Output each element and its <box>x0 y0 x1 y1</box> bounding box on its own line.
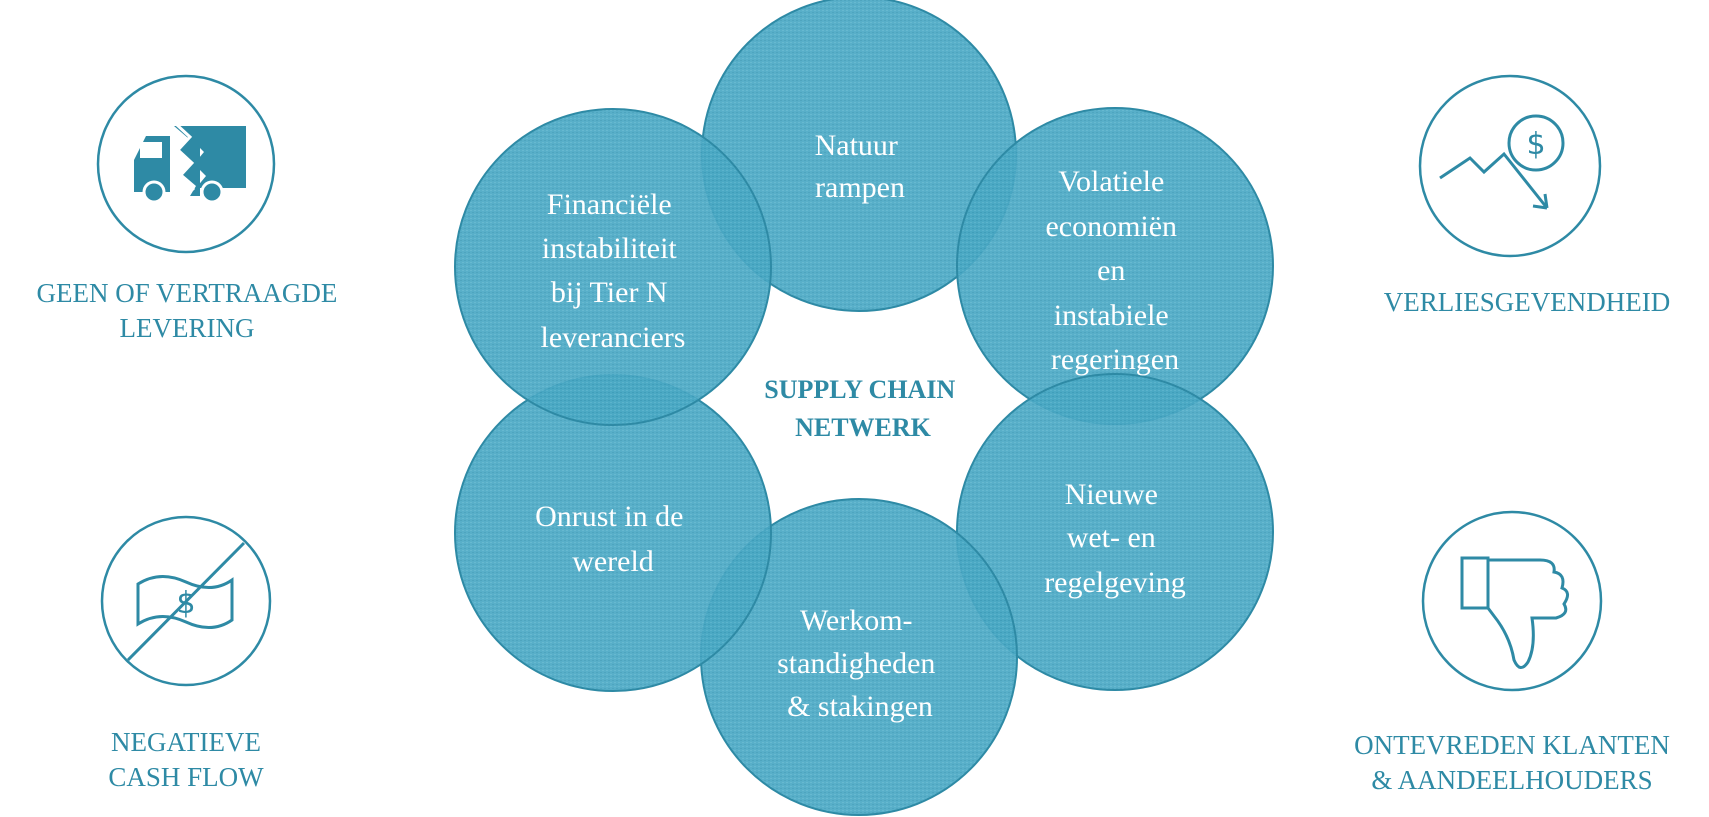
declining-dollar-icon: $ <box>1418 74 1602 258</box>
center-label: SUPPLY CHAIN NETWERK <box>764 375 961 442</box>
no-money-icon: $ <box>100 515 272 687</box>
label-werkomstandigheden: Werkom- standigheden & stakingen <box>777 604 943 723</box>
consequence-line: NEGATIEVE <box>111 727 261 757</box>
consequence-ontevreden-klanten: ONTEVREDEN KLANTEN & AANDEELHOUDERS <box>1320 728 1704 798</box>
svg-text:$: $ <box>1526 127 1545 162</box>
label-onrust-wereld: Onrust in de wereld <box>535 500 691 578</box>
circle-financiele-instabiliteit <box>454 108 772 426</box>
thumbs-down-icon <box>1421 510 1603 692</box>
label-volatiele-economien: Volatiele economiën en instabiele regeri… <box>1045 165 1184 376</box>
consequence-line: & AANDEELHOUDERS <box>1371 765 1653 795</box>
consequence-verliesgevendheid: VERLIESGEVENDHEID <box>1352 285 1702 320</box>
consequence-negatieve-cashflow: NEGATIEVE CASH FLOW <box>66 725 306 795</box>
broken-truck-icon <box>96 74 276 254</box>
label-financiele-instabiliteit: Financiële instabiliteit bij Tier N leve… <box>541 188 686 354</box>
consequence-line: VERLIESGEVENDHEID <box>1383 287 1671 317</box>
consequence-line: LEVERING <box>119 313 255 343</box>
consequence-line: ONTEVREDEN KLANTEN <box>1354 730 1670 760</box>
consequence-line: GEEN OF VERTRAAGDE <box>36 278 338 308</box>
label-nieuwe-regelgeving: Nieuwe wet- en regelgeving <box>1044 478 1186 599</box>
consequence-line: CASH FLOW <box>108 762 264 792</box>
consequence-geen-levering: GEEN OF VERTRAAGDE LEVERING <box>6 276 368 346</box>
label-natuur-rampen: Natuur rampen <box>815 129 906 204</box>
risk-circles <box>454 0 1274 816</box>
